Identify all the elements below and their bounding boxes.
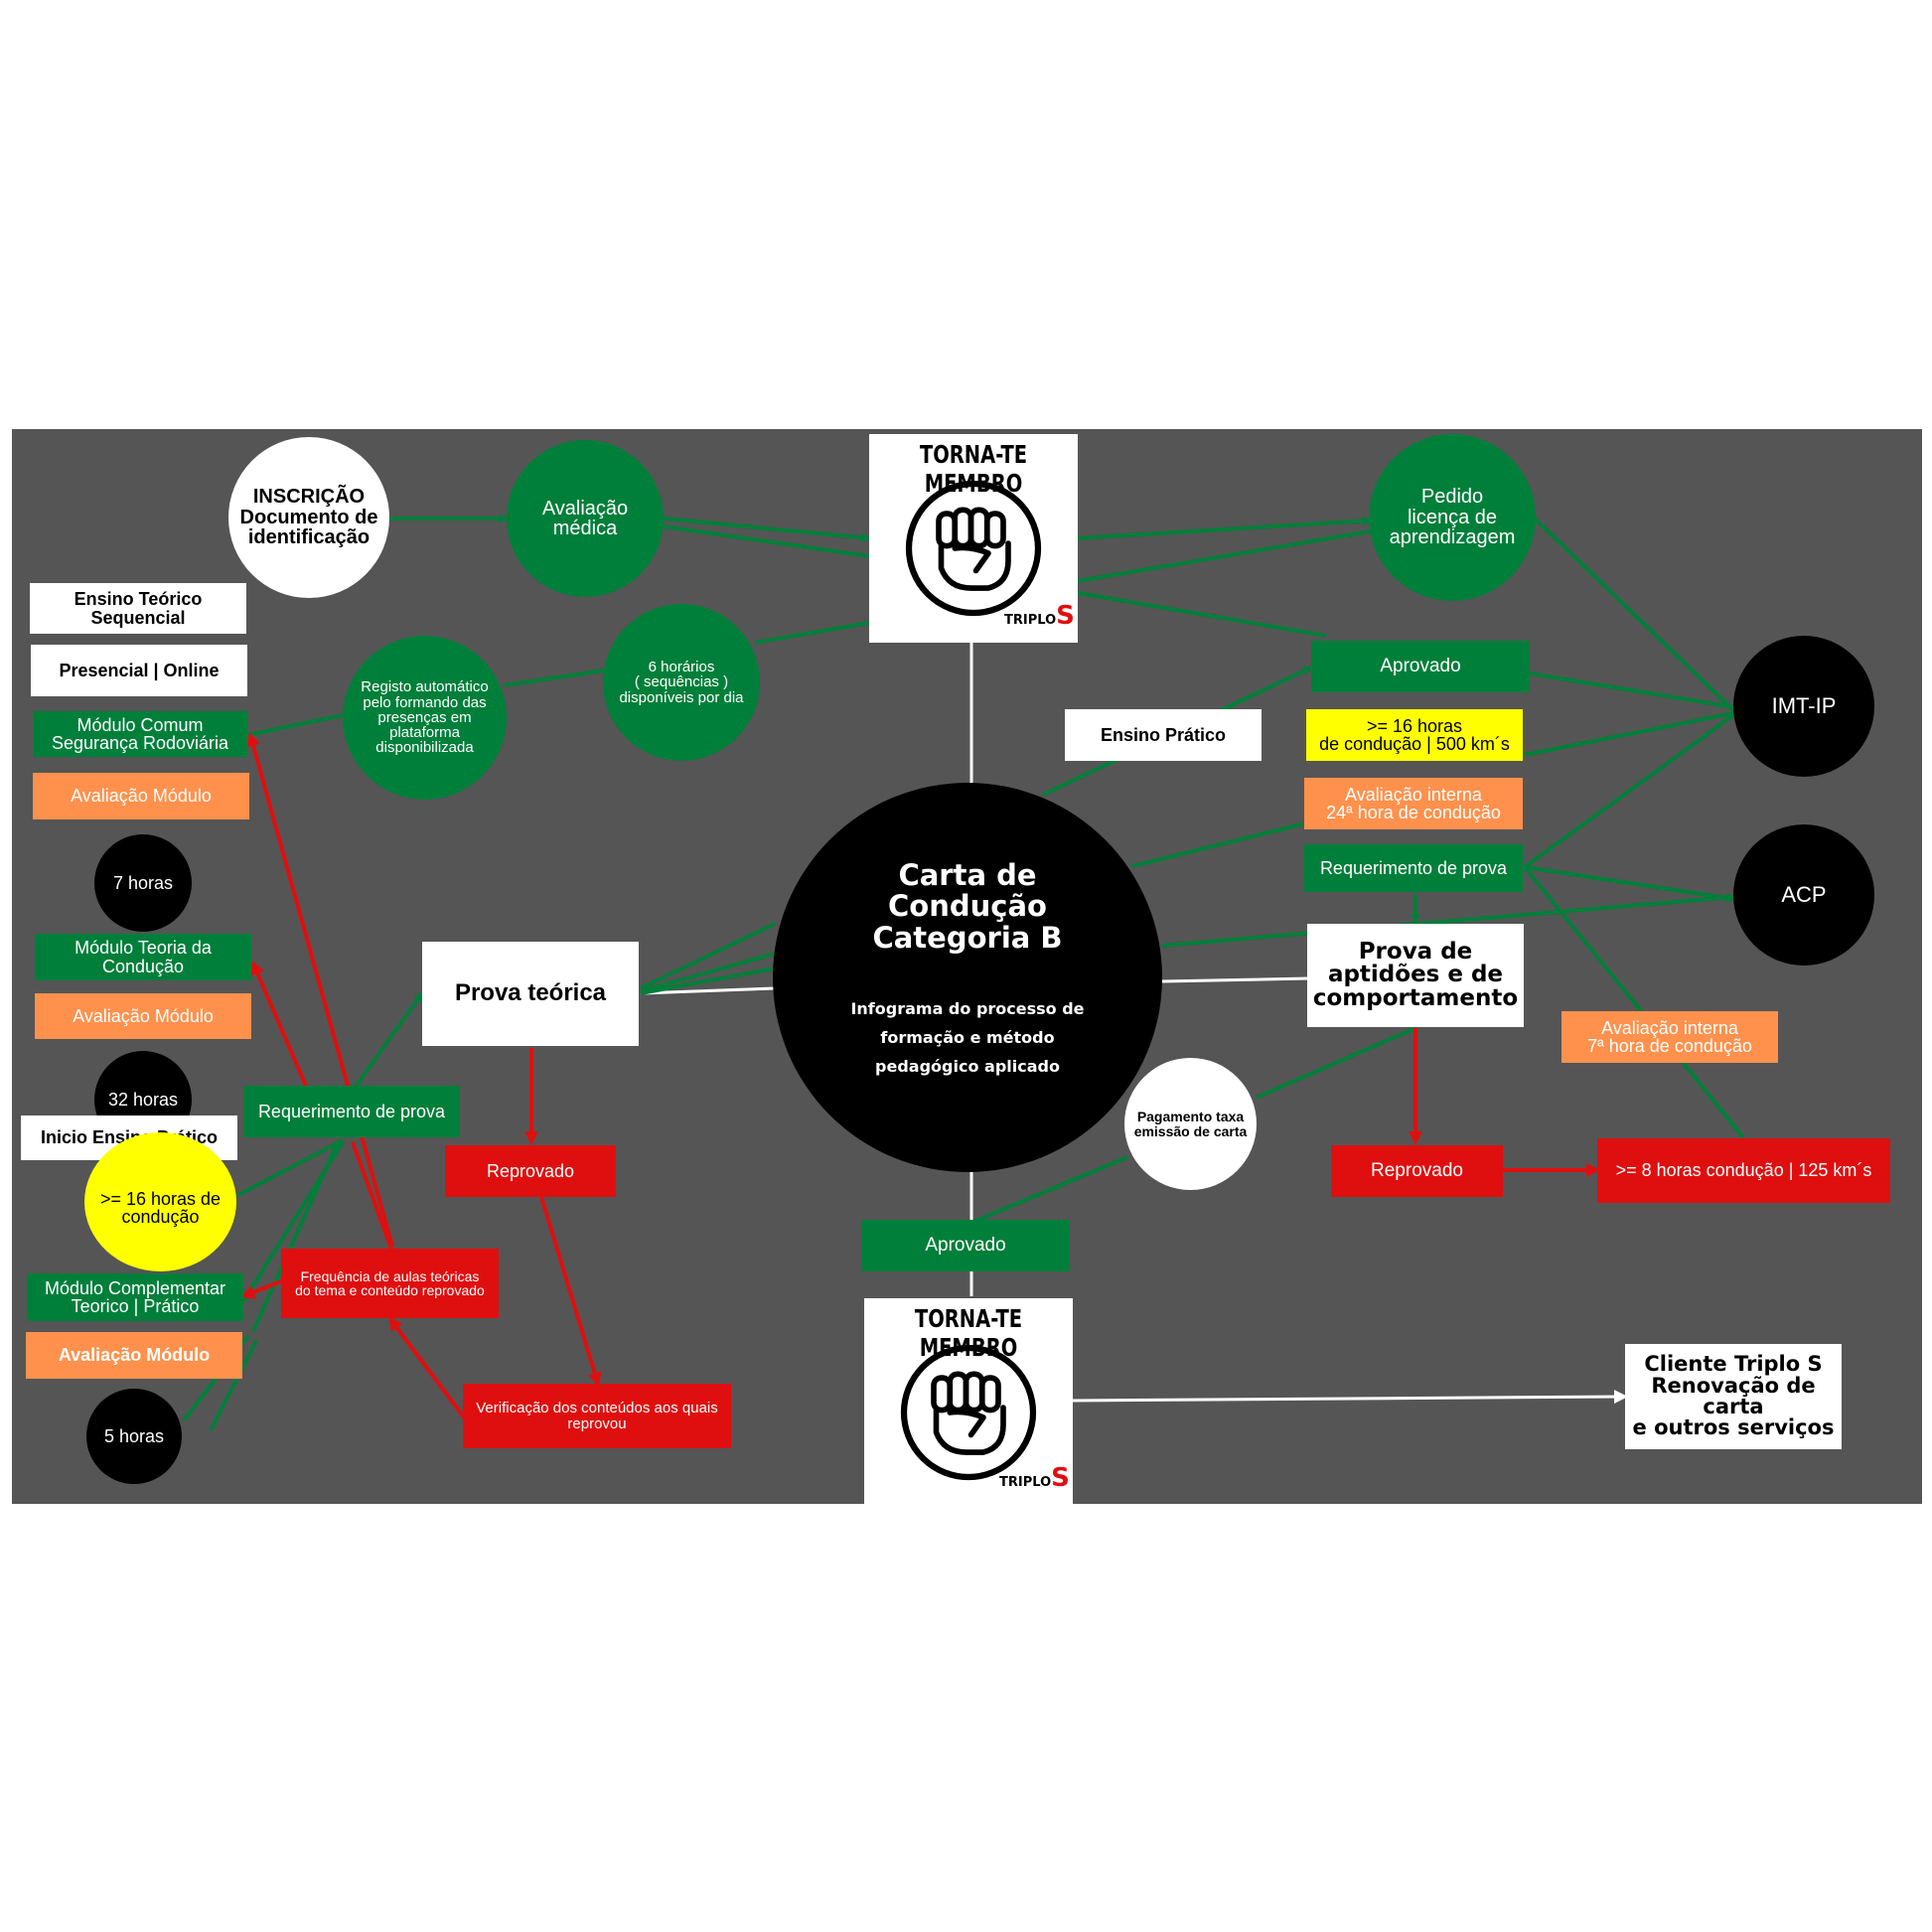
inscricao-node[interactable]: INSCRIÇÃO Documento de identificação — [228, 437, 389, 598]
link-avaliacao-membro — [663, 517, 871, 543]
center-hub: Carta de Condução Categoria B Infograma … — [773, 783, 1162, 1172]
membership-card-top[interactable]: TORNA-TE MEMBRO TRIPLOS — [869, 434, 1078, 643]
avaliacao-7-node[interactable]: Avaliação interna 7ª hora de condução — [1561, 1011, 1778, 1063]
requerimento-right-button[interactable]: Requerimento de prova — [1304, 844, 1523, 892]
fist-icon — [905, 480, 1042, 617]
link-center-prova-teorica-g — [640, 922, 776, 990]
verificacao-node[interactable]: Verificação dos conteúdos aos quais repr… — [463, 1384, 731, 1448]
reprovado-left-node[interactable]: Reprovado — [445, 1145, 616, 1197]
brand-name: TRIPLOS — [1004, 601, 1075, 631]
link-center-prova-teorica — [640, 986, 776, 995]
link-req-modulo-teoria — [250, 961, 310, 1092]
link-pedido-imt — [1533, 517, 1735, 712]
brand-name: TRIPLOS — [999, 1463, 1070, 1493]
modulo-comum-node[interactable]: Módulo Comum Segurança Rodoviária — [33, 711, 247, 757]
link-membro2-cliente — [1072, 1390, 1628, 1405]
avaliacao-modulo-1[interactable]: Avaliação Módulo — [33, 773, 249, 819]
frequencia-node[interactable]: Frequência de aulas teóricas do tema e c… — [281, 1249, 499, 1318]
acp-node[interactable]: ACP — [1733, 824, 1874, 966]
ensino-teorico-label: Ensino Teórico Sequencial — [30, 583, 246, 634]
fist-icon — [900, 1344, 1037, 1481]
horas-7-node: 7 horas — [94, 834, 192, 932]
pagamento-node[interactable]: Pagamento taxa emissão de carta — [1124, 1058, 1257, 1190]
horas-5-node: 5 horas — [86, 1389, 182, 1484]
horas-16-left-node: >= 16 horas de condução — [84, 1132, 236, 1271]
horas-8-node: >= 8 horas condução | 125 km´s — [1597, 1138, 1890, 1203]
link-reprovado-verificacao — [539, 1196, 602, 1387]
link-membro-pedido — [1077, 516, 1373, 540]
avaliacao-modulo-3[interactable]: Avaliação Módulo — [26, 1332, 242, 1379]
aprovado-bottom-node[interactable]: Aprovado — [861, 1220, 1070, 1271]
link-membro-horarios — [754, 621, 870, 645]
prova-aptidoes-node[interactable]: Prova de aptidões e de comportamento — [1307, 924, 1524, 1027]
ensino-pratico-label: Ensino Prático — [1065, 709, 1262, 761]
reprovado-right-node[interactable]: Reprovado — [1331, 1145, 1503, 1197]
membership-card-bottom[interactable]: TORNA-TE MEMBRO TRIPLOS — [864, 1298, 1073, 1505]
avaliacao-medica-node[interactable]: Avaliação médica — [507, 440, 664, 597]
modulo-teoria-node[interactable]: Módulo Teoria da Condução — [35, 934, 251, 980]
center-subtitle: Infograma do processo de formação e méto… — [850, 999, 1085, 1076]
modulo-complementar-node[interactable]: Módulo Complementar Teorico | Prático — [27, 1273, 243, 1321]
prova-teorica-node[interactable]: Prova teórica — [422, 942, 639, 1046]
presencial-online-label: Presencial | Online — [31, 645, 247, 696]
link-pagamento — [1256, 1026, 1416, 1100]
pedido-licenca-node[interactable]: Pedido licença de aprendizagem — [1369, 434, 1536, 601]
link-req-prova-teorica — [351, 991, 424, 1093]
cliente-node[interactable]: Cliente Triplo S Renovação de carta e ou… — [1625, 1344, 1842, 1449]
horas-16-right-node: >= 16 horas de condução | 500 km´s — [1306, 709, 1523, 761]
requerimento-left-button[interactable]: Requerimento de prova — [243, 1086, 460, 1137]
link-freq-modulo-complementar — [240, 1279, 282, 1299]
link-center-prova-aptidoes — [1161, 976, 1310, 983]
imt-ip-node[interactable]: IMT-IP — [1733, 636, 1874, 777]
link-req-modulo-comum — [246, 732, 394, 1248]
center-title: Carta de Condução Categoria B — [872, 858, 1063, 955]
link-verificacao-frequencia — [388, 1316, 467, 1420]
avaliacao-modulo-2[interactable]: Avaliação Módulo — [35, 993, 251, 1039]
registo-node[interactable]: Registo automático pelo formando das pre… — [343, 636, 507, 800]
horarios-node[interactable]: 6 horários ( sequências ) disponíveis po… — [603, 604, 760, 761]
avaliacao-24-node[interactable]: Avaliação interna 24ª hora de condução — [1304, 778, 1523, 829]
aprovado-right-node[interactable]: Aprovado — [1311, 641, 1530, 692]
